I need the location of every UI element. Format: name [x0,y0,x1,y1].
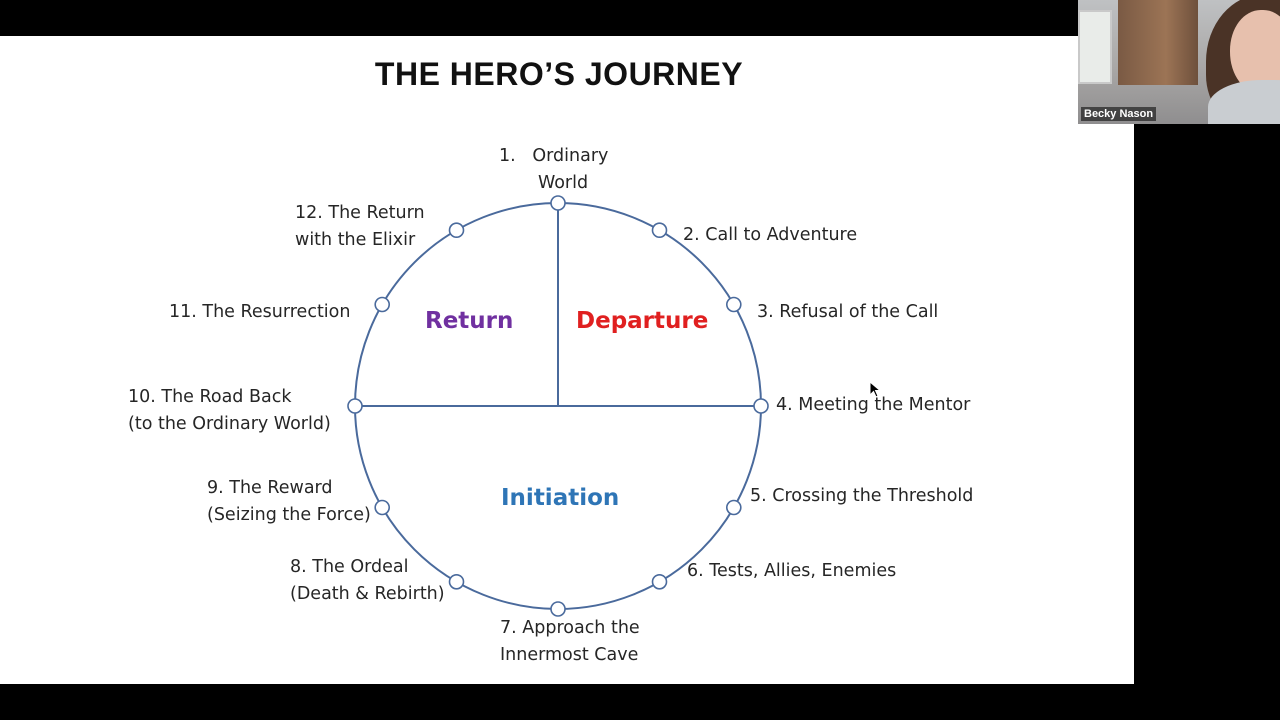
slide-title: THE HERO’S JOURNEY [374,56,744,92]
phase-initiation: Initiation [501,485,620,511]
stage-node-6 [651,573,668,590]
stage-node-1 [550,195,566,211]
stage-label-8: 8. The Ordeal (Death & Rebirth) [290,557,445,604]
stage-node-12 [448,222,465,238]
stage-label-3: 3. Refusal of the Call [757,302,939,322]
stage-label-4: 4. Meeting the Mentor [776,395,971,415]
stage-label-10: 10. The Road Back (to the Ordinary World… [128,387,331,434]
stage-label-12: 12. The Return with the Elixir [295,203,425,250]
phase-departure: Departure [576,308,709,334]
stage-label-11: 11. The Resurrection [169,302,351,322]
stage-label-6: 6. Tests, Allies, Enemies [687,561,897,581]
participant-video: Becky Nason [1078,0,1280,124]
stage-label-7: 7. Approach the Innermost Cave [500,618,640,665]
stage-label-2: 2. Call to Adventure [683,225,858,245]
stage-node-10 [347,398,363,414]
stage-node-4 [753,398,769,414]
stage-node-7 [550,601,566,617]
stage-node-3 [725,296,742,313]
stage-node-8 [448,573,465,590]
background-window [1078,10,1112,84]
stage-node-11 [374,296,391,313]
participant-name: Becky Nason [1081,107,1157,121]
phase-return: Return [425,308,514,334]
stage-label-9: 9. The Reward (Seizing the Force) [207,478,371,525]
stage-node-9 [374,499,391,516]
stage-label-1: 1. Ordinary World [499,146,609,193]
background-cupboard [1118,0,1198,85]
stage-label-5: 5. Crossing the Threshold [750,486,974,506]
stage-node-5 [725,499,742,516]
journey-diagram [347,195,769,617]
mouse-pointer-icon [869,381,881,398]
presentation-slide: THE HERO’S JOURNEY Return Departure Init… [0,36,1134,684]
stage-node-2 [651,222,668,238]
